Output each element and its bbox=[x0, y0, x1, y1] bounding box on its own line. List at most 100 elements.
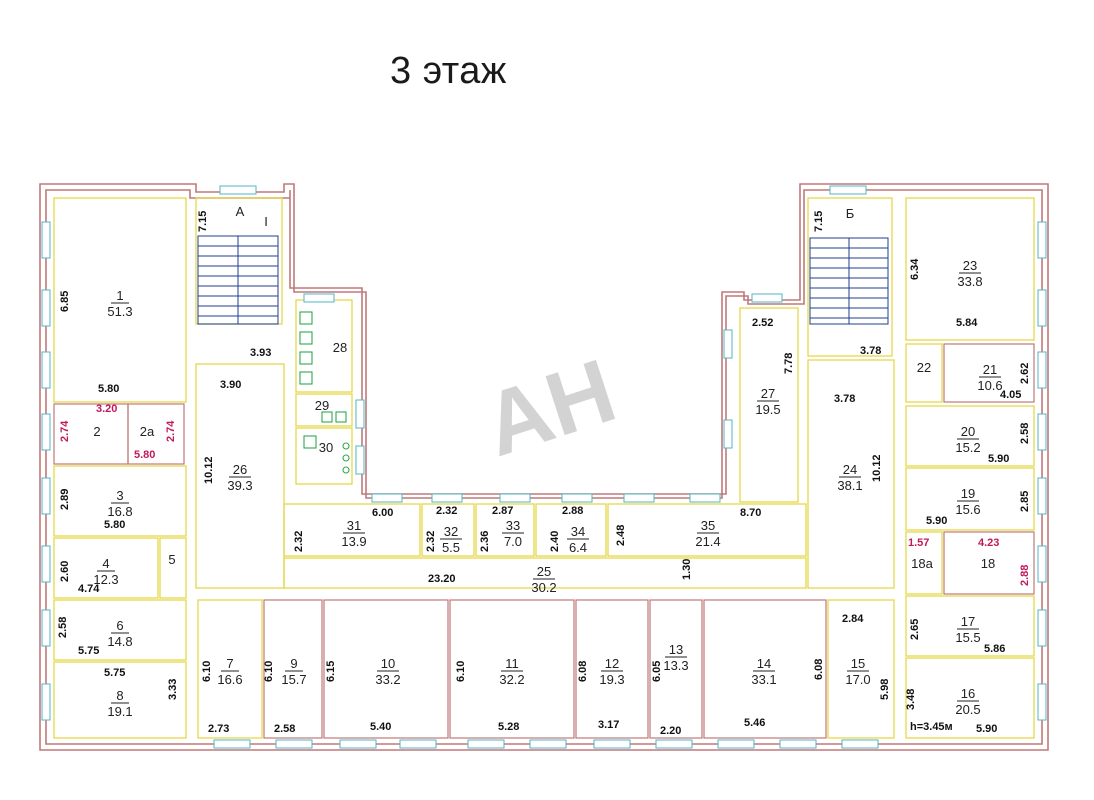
room-outline-16 bbox=[905, 657, 1035, 739]
room-number-10: 10 bbox=[381, 656, 395, 671]
window bbox=[1037, 683, 1047, 721]
toilet-icon bbox=[299, 311, 313, 325]
dimension-label: 2.73 bbox=[208, 723, 229, 735]
dimension-label: 5.90 bbox=[926, 515, 947, 527]
window bbox=[275, 739, 313, 749]
room-area-17: 15.5 bbox=[955, 630, 980, 645]
window bbox=[779, 739, 817, 749]
room-area-27: 19.5 bbox=[755, 402, 780, 417]
room-outline-7 bbox=[197, 599, 263, 739]
dimension-label: 7.15 bbox=[197, 211, 209, 232]
room-number-4: 4 bbox=[102, 556, 109, 571]
room-outline-11 bbox=[449, 599, 575, 739]
floor-title: 3 этаж bbox=[390, 50, 507, 92]
room-area-12: 19.3 bbox=[599, 672, 624, 687]
room-outline-18a bbox=[905, 531, 943, 595]
window bbox=[841, 739, 879, 749]
room-outline-31 bbox=[283, 503, 421, 557]
watermark-logo: AH bbox=[472, 341, 627, 476]
room-outline-18 bbox=[943, 531, 1035, 595]
room-outline-12 bbox=[575, 599, 649, 739]
room-outline-3 bbox=[53, 465, 187, 537]
room-area-24: 38.1 bbox=[837, 478, 862, 493]
dimension-label: 3.90 bbox=[220, 379, 241, 391]
outer-wall bbox=[39, 183, 1049, 751]
room-number-7: 7 bbox=[226, 656, 233, 671]
room-number-18а: 18а bbox=[911, 556, 933, 571]
room-number-27: 27 bbox=[761, 386, 775, 401]
dimension-label: 4.74 bbox=[78, 583, 100, 595]
staircase-a bbox=[197, 235, 279, 325]
window bbox=[1037, 289, 1047, 327]
window bbox=[355, 445, 365, 475]
window bbox=[41, 609, 51, 647]
staircase-b bbox=[809, 237, 889, 325]
room-number-13: 13 bbox=[669, 642, 683, 657]
room-number-26: 26 bbox=[233, 462, 247, 477]
dimension-label: 4.05 bbox=[1000, 389, 1021, 401]
window bbox=[41, 683, 51, 721]
dimension-label: 2.88 bbox=[562, 505, 583, 517]
room-outline-6 bbox=[53, 599, 187, 661]
dimension-label: 2.52 bbox=[752, 317, 773, 329]
dimension-label: 5.46 bbox=[744, 717, 765, 729]
room-area-11: 32.2 bbox=[499, 672, 524, 687]
room-number-20: 20 bbox=[961, 424, 975, 439]
wc-fixtures bbox=[299, 311, 350, 474]
dimension-label: 2.20 bbox=[660, 725, 681, 737]
dimension-label: 2.85 bbox=[1019, 491, 1031, 512]
room-outline-29 bbox=[295, 393, 353, 427]
room-number-3: 3 bbox=[116, 488, 123, 503]
dimension-label: 2.58 bbox=[1019, 423, 1031, 444]
room-number-5: 5 bbox=[168, 552, 175, 567]
window bbox=[1037, 609, 1047, 647]
room-outline-19 bbox=[905, 467, 1035, 531]
window bbox=[623, 493, 655, 503]
room-area-14: 33.1 bbox=[751, 672, 776, 687]
room-number-35: 35 bbox=[701, 518, 715, 533]
room-number-32: 32 bbox=[444, 524, 458, 539]
room-outline-23 bbox=[905, 197, 1035, 341]
window bbox=[1037, 545, 1047, 583]
window bbox=[1037, 477, 1047, 515]
room-number-22: 22 bbox=[917, 360, 931, 375]
window bbox=[41, 477, 51, 515]
sink-icon bbox=[321, 411, 333, 423]
window bbox=[689, 493, 721, 503]
room-number-28: 28 bbox=[333, 340, 347, 355]
window bbox=[717, 739, 755, 749]
room-outline-2a bbox=[127, 403, 185, 465]
toilet-icon bbox=[299, 351, 313, 365]
room-outline-1 bbox=[53, 197, 187, 403]
dimension-label: 2.32 bbox=[293, 531, 305, 552]
dimension-label: 5.80 bbox=[134, 449, 155, 461]
dimension-label: 2.60 bbox=[59, 561, 71, 582]
room-outline-9 bbox=[263, 599, 323, 739]
dimension-label: 6.10 bbox=[455, 661, 467, 682]
room-number-8: 8 bbox=[116, 688, 123, 703]
dimension-label: 2.48 bbox=[615, 525, 627, 546]
dimension-label: 5.90 bbox=[988, 453, 1009, 465]
window bbox=[41, 221, 51, 259]
dimension-label: 5.28 bbox=[498, 721, 519, 733]
room-number-6: 6 bbox=[116, 618, 123, 633]
sink-icon bbox=[335, 411, 347, 423]
watermark-text: AH bbox=[472, 341, 627, 476]
window bbox=[219, 185, 257, 195]
sink-icon bbox=[342, 442, 350, 450]
window bbox=[467, 739, 505, 749]
room-number-11: 11 bbox=[505, 656, 519, 671]
room-outline-14 bbox=[703, 599, 827, 739]
room-area-8: 19.1 bbox=[107, 704, 132, 719]
room-number-2а: 2а bbox=[140, 424, 155, 439]
dimension-label: 10.12 bbox=[871, 454, 883, 482]
dimension-label: 2.74 bbox=[59, 420, 71, 442]
room-number-24: 24 bbox=[843, 462, 857, 477]
room-number-34: 34 bbox=[571, 524, 585, 539]
room-area-35: 21.4 bbox=[695, 534, 720, 549]
dimension-label: 2.62 bbox=[1019, 363, 1031, 384]
room-area-13: 13.3 bbox=[663, 658, 688, 673]
room-outline-35 bbox=[607, 503, 807, 557]
room-outline-21 bbox=[943, 343, 1035, 403]
